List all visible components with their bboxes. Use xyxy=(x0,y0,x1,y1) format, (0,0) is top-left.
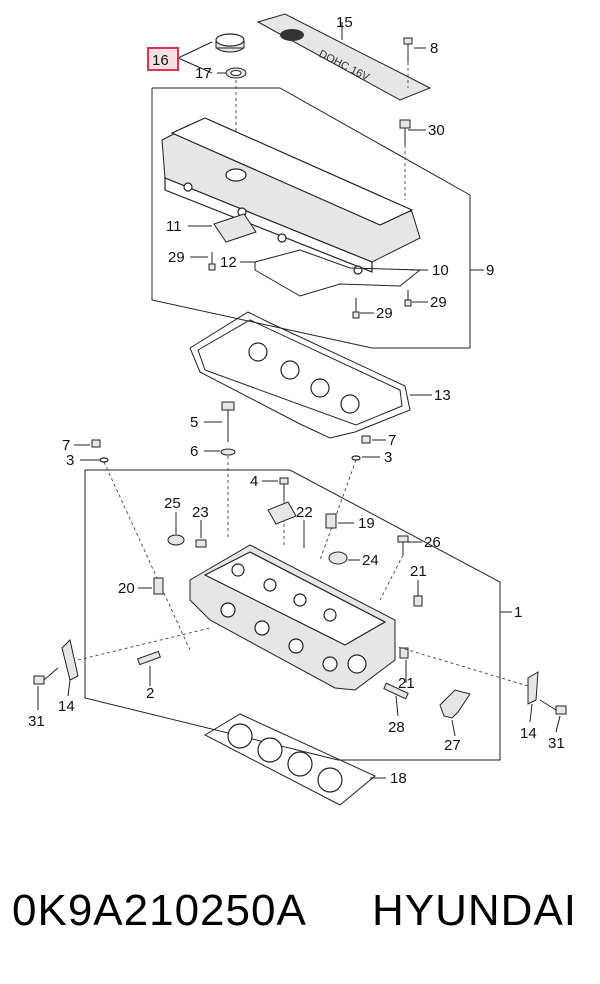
bushing-part xyxy=(325,513,337,529)
brand-name: HYUNDAI xyxy=(372,886,578,935)
callout-15: 15 xyxy=(336,14,353,31)
cylinder-head-part xyxy=(189,544,396,691)
callout-18: 18 xyxy=(390,770,407,787)
callout-29-right: 29 xyxy=(430,294,447,311)
bolt-part xyxy=(279,477,289,500)
highlighted-part-box xyxy=(147,47,179,71)
callout-9: 9 xyxy=(486,262,494,279)
seal-part xyxy=(328,551,348,565)
bolt-part xyxy=(539,699,567,715)
washer-part xyxy=(220,448,236,456)
bracket-part xyxy=(213,213,257,243)
callout-3-right: 3 xyxy=(384,449,392,466)
bolt-part xyxy=(208,252,216,271)
callout-26: 26 xyxy=(424,534,441,551)
callout-19: 19 xyxy=(358,515,375,532)
callout-21-bottom: 21 xyxy=(398,675,415,692)
callout-14-left: 14 xyxy=(58,698,75,715)
plug-part xyxy=(91,439,101,448)
callout-5: 5 xyxy=(190,414,198,431)
callout-3-left: 3 xyxy=(66,452,74,469)
callout-31-right: 31 xyxy=(548,735,565,752)
bolt-part xyxy=(397,535,409,555)
bolt-part xyxy=(404,290,412,307)
part-caption: 0K9A210250A HYUNDAI xyxy=(0,880,600,960)
head-bolt-part xyxy=(221,401,235,442)
lifting-bracket-part xyxy=(61,639,79,681)
bolt-part xyxy=(399,119,411,145)
callout-8: 8 xyxy=(430,40,438,57)
callout-28: 28 xyxy=(388,719,405,736)
cover-group-frame xyxy=(151,87,471,349)
bolt-part xyxy=(403,37,413,62)
head-cover-gasket-part xyxy=(189,311,411,439)
callout-21-top: 21 xyxy=(410,563,427,580)
stud-part xyxy=(413,595,423,607)
guide-part xyxy=(153,577,164,595)
callout-24: 24 xyxy=(362,552,379,569)
clip-part xyxy=(351,455,361,461)
water-pipe-part xyxy=(439,689,471,719)
callout-20: 20 xyxy=(118,580,135,597)
callout-2: 2 xyxy=(146,685,154,702)
pin-part xyxy=(136,650,162,666)
callout-leaders xyxy=(37,22,561,779)
cap-gasket-part xyxy=(225,67,247,79)
callout-7-left: 7 xyxy=(62,437,70,454)
callout-23: 23 xyxy=(192,504,209,521)
callout-29-bottom: 29 xyxy=(376,305,393,322)
clip-part xyxy=(99,457,109,463)
callout-16: 16 xyxy=(152,52,169,69)
callout-29-top: 29 xyxy=(168,249,185,266)
callout-4: 4 xyxy=(250,473,258,490)
callout-25: 25 xyxy=(164,495,181,512)
head-group-frame xyxy=(84,469,501,761)
callout-31-left: 31 xyxy=(28,713,45,730)
callout-22: 22 xyxy=(296,504,313,521)
part-number: 0K9A210250A xyxy=(12,886,307,935)
exploded-parts-diagram: DOHC 16V xyxy=(28,13,567,806)
cover-gasket-part xyxy=(254,249,422,297)
callout-27: 27 xyxy=(444,737,461,754)
callout-30: 30 xyxy=(428,122,445,139)
bolt-part xyxy=(352,298,360,319)
oil-filler-cap-part xyxy=(215,33,245,53)
stud-part xyxy=(399,647,409,659)
callout-10: 10 xyxy=(432,262,449,279)
cap-part xyxy=(267,501,297,525)
dowel-part xyxy=(195,539,207,548)
callout-6: 6 xyxy=(190,443,198,460)
callout-11: 11 xyxy=(166,218,182,235)
lifting-bracket-part xyxy=(527,671,539,705)
plug-part xyxy=(361,435,371,444)
valve-cover-part xyxy=(161,117,421,275)
head-gasket-part xyxy=(203,713,376,806)
callout-labels: 16 17 15 8 30 11 29 12 10 9 29 29 13 5 6… xyxy=(28,14,565,787)
sensor-part xyxy=(383,682,409,700)
bolt-part xyxy=(33,667,59,685)
callout-17: 17 xyxy=(195,65,212,82)
callout-1: 1 xyxy=(514,604,522,621)
callout-7-right: 7 xyxy=(388,432,396,449)
callout-14-right: 14 xyxy=(520,725,537,742)
callout-13: 13 xyxy=(434,387,451,404)
callout-12: 12 xyxy=(220,254,237,271)
seal-part xyxy=(167,534,185,546)
